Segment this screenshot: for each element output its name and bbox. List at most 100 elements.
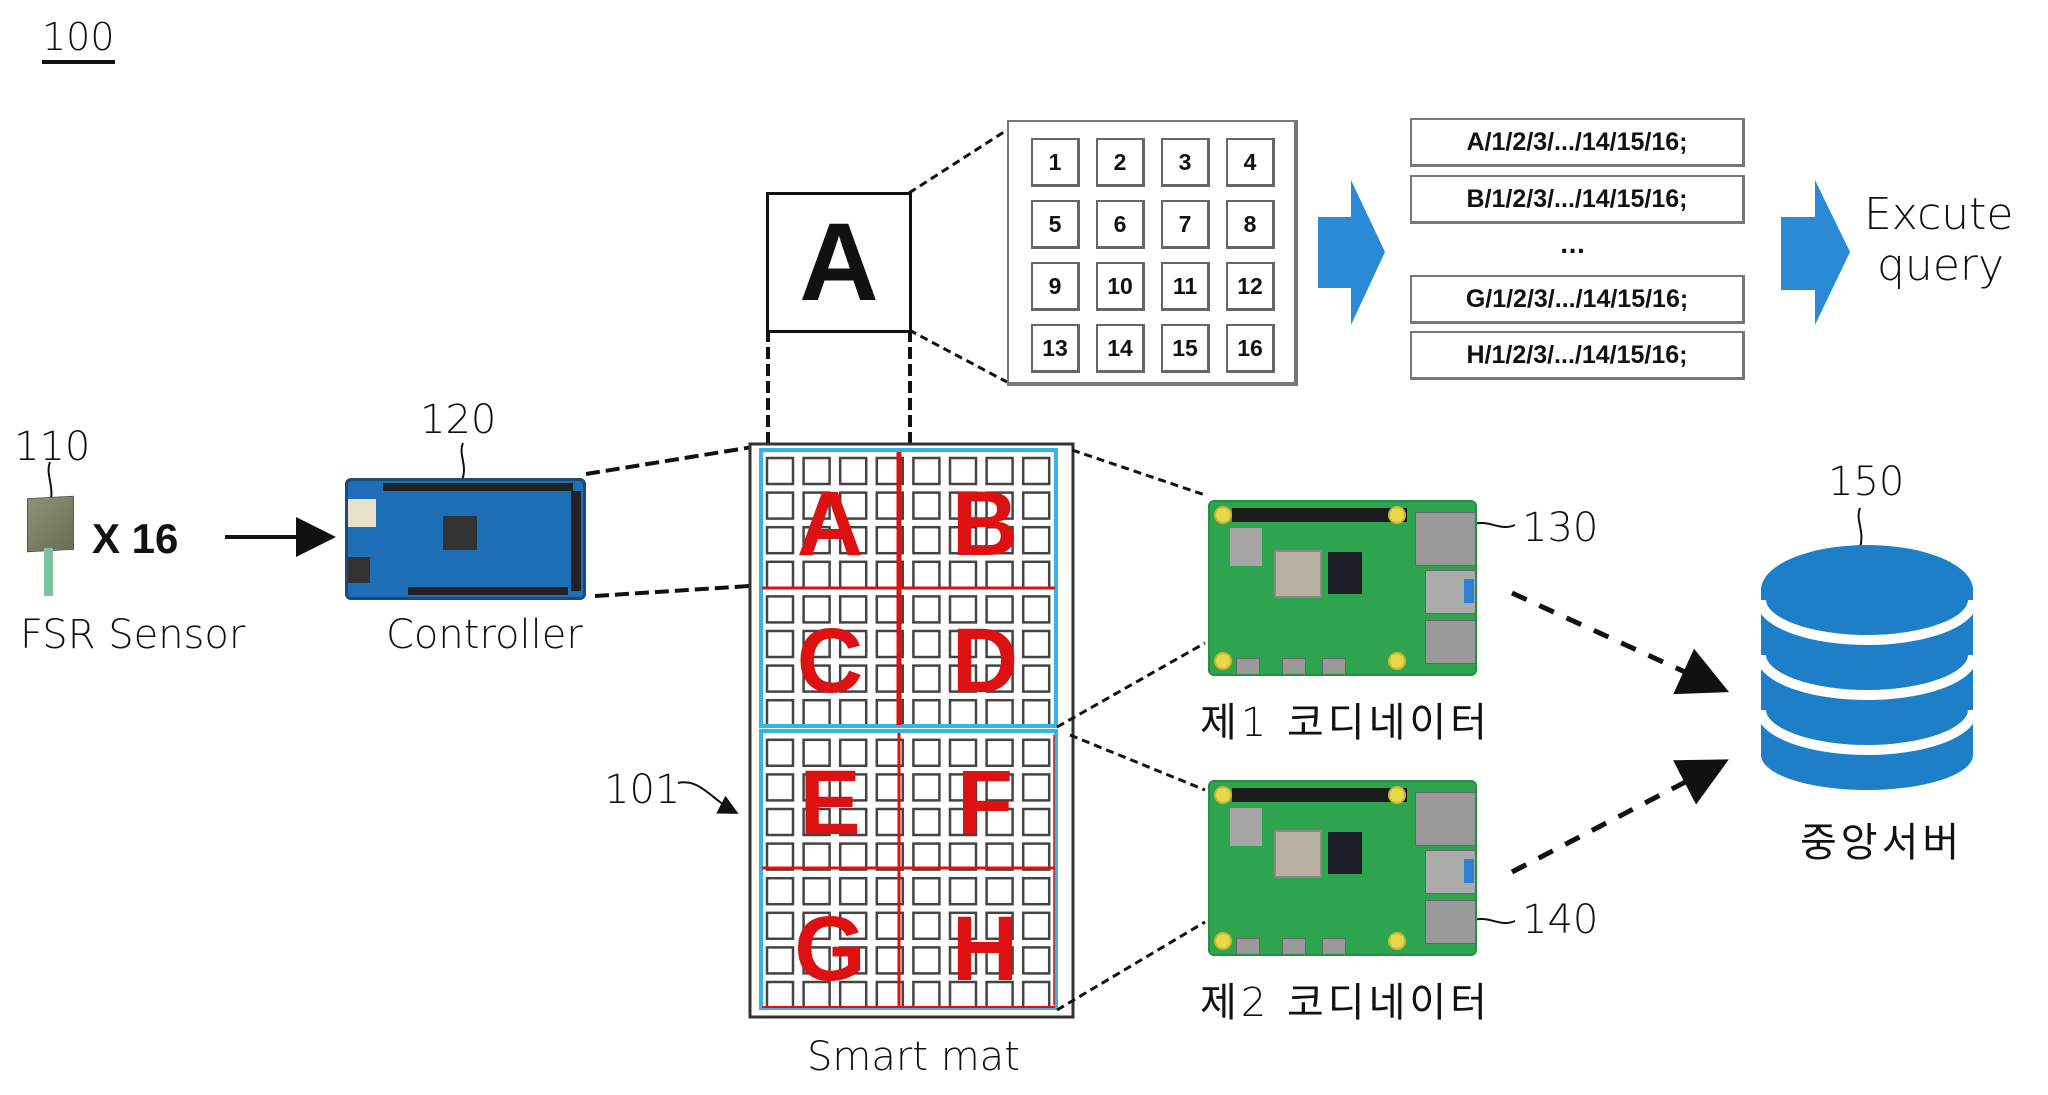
- coordinator2-ref: 140: [1522, 897, 1599, 943]
- sensor-cell-12: 12: [1226, 262, 1275, 311]
- mat-sensor-cell: [985, 876, 1014, 906]
- mat-sensor-cell: [765, 456, 795, 486]
- mat-sensor-cell: [912, 698, 941, 728]
- mat-ref-leader: [677, 781, 739, 814]
- query-row: A/1/2/3/.../14/15/16;: [1410, 118, 1745, 167]
- mat-sensor-cell: [802, 595, 831, 624]
- mat-sensor-cell: [838, 456, 868, 486]
- mat-sensor-cell: [912, 773, 941, 802]
- mat-sensor-cell: [838, 629, 868, 659]
- mat-sensor-cell: [802, 773, 831, 802]
- mat-sensor-cell: [912, 842, 941, 871]
- mat-sensor-cell: [838, 491, 868, 520]
- mat-sensor-cell: [802, 911, 831, 941]
- mat-sensor-cell: [1021, 946, 1051, 975]
- zone-label-e: E: [799, 752, 861, 854]
- mat-sensor-cell: [838, 842, 868, 871]
- mat-sensor-cell: [985, 911, 1014, 941]
- mat-sensor-cell: [912, 807, 941, 837]
- zone-a-detail-label: A: [799, 201, 879, 324]
- mat-sensor-cell: [838, 946, 868, 975]
- mat-sensor-cell: [765, 560, 795, 590]
- mat-sensor-cell: [765, 842, 795, 871]
- zone-label-f: F: [956, 752, 1014, 854]
- mat-sensor-cell: [765, 946, 795, 975]
- mat-sensor-cell: [765, 595, 795, 624]
- sensor-multiplier: X 16: [92, 515, 179, 562]
- controller-caption: Controller: [386, 612, 583, 658]
- sensor-cell-14: 14: [1096, 324, 1145, 373]
- mat-sensor-cell: [802, 456, 831, 486]
- server-ref-leader: [1857, 507, 1863, 549]
- mat-sensor-cell: [1021, 595, 1051, 624]
- mat-sensor-cell: [912, 456, 941, 486]
- coordinator1-caption: 제1 코디네이터: [1200, 700, 1491, 746]
- coord2-to-server-arrow: [1510, 759, 1729, 875]
- mat-sensor-cell: [948, 738, 978, 768]
- mat-sensor-cell: [912, 595, 941, 624]
- zoom-dash-top: [908, 128, 1008, 195]
- zone-label-c: C: [796, 610, 864, 712]
- sensor-ref: 110: [14, 424, 91, 470]
- mat-sensor-cell: [985, 946, 1014, 975]
- mat-sensor-cell: [765, 491, 795, 520]
- mat-sensor-cell: [1021, 876, 1051, 906]
- controller-ref: 120: [420, 397, 497, 443]
- mat-sensor-cell: [948, 491, 978, 520]
- smart-mat-caption: Smart mat: [807, 1034, 1020, 1080]
- mat-sensor-cell: [948, 629, 978, 659]
- mat-sensor-cell: [985, 773, 1014, 802]
- sensor-caption: FSR Sensor: [20, 612, 246, 658]
- mat-sensor-cell: [802, 629, 831, 659]
- raspberry-pi-icon: [1208, 500, 1477, 676]
- zone-label-b: B: [951, 473, 1019, 575]
- mat-sensor-cell: [765, 738, 795, 768]
- mat-sensor-cell: [948, 842, 978, 871]
- process-arrow-1: [1318, 180, 1385, 325]
- coord1-to-server-arrow: [1510, 590, 1730, 695]
- sensor-cell-10: 10: [1096, 262, 1145, 311]
- mat-sensor-cell: [1021, 738, 1051, 768]
- mat-sensor-cell: [802, 946, 831, 975]
- mat-sensor-cell: [1021, 629, 1051, 659]
- mat-sensor-cell: [802, 491, 831, 520]
- zone-a-detail-box: A: [766, 192, 912, 333]
- smart-mat-ref: 101: [604, 767, 681, 813]
- mat-sensor-cell: [1021, 842, 1051, 871]
- mat-sensor-cell: [912, 629, 941, 659]
- mat-sensor-cell: [948, 456, 978, 486]
- mat-sensor-cell: [948, 876, 978, 906]
- coordinator1-ref: 130: [1522, 505, 1599, 551]
- mat-sensor-cell: [985, 664, 1014, 693]
- mat-sensor-cell: [948, 698, 978, 728]
- figure-number: 100: [42, 18, 115, 64]
- mat-sensor-cell: [912, 738, 941, 768]
- mat-sensor-cell: [912, 664, 941, 693]
- mat-sensor-cell: [802, 738, 831, 768]
- coordinator2-caption: 제2 코디네이터: [1200, 980, 1491, 1026]
- mat-sensor-cell: [985, 842, 1014, 871]
- server-ref: 150: [1828, 459, 1905, 505]
- mat-sensor-cell: [948, 595, 978, 624]
- mat-sensor-cell: [765, 664, 795, 693]
- mat-sensor-cell: [912, 876, 941, 906]
- sensor-cell-8: 8: [1226, 200, 1275, 249]
- mat-sensor-cell: [912, 560, 941, 590]
- mat-sensor-cell: [985, 629, 1014, 659]
- mat-sensor-cell: [1021, 807, 1051, 837]
- mat-sensor-cell: [765, 876, 795, 906]
- mat-sensor-cell: [802, 980, 831, 1010]
- mat-sensor-cell: [802, 664, 831, 693]
- mat-sensor-cell: [948, 946, 978, 975]
- sensor-cell-6: 6: [1096, 200, 1145, 249]
- mat-sensor-cell: [802, 525, 831, 555]
- fsr-sensor-pad: [27, 495, 74, 553]
- mat-sensor-cell: [838, 698, 868, 728]
- mat-sensor-cell: [948, 911, 978, 941]
- mat-sensor-cell: [912, 525, 941, 555]
- mat-coord1-dash-bottom: [1056, 641, 1206, 729]
- mat-coord2-dash-top: [1069, 733, 1206, 792]
- zone-label-a: A: [796, 473, 864, 575]
- mat-sensor-cell: [838, 595, 868, 624]
- sensor-cell-15: 15: [1161, 324, 1210, 373]
